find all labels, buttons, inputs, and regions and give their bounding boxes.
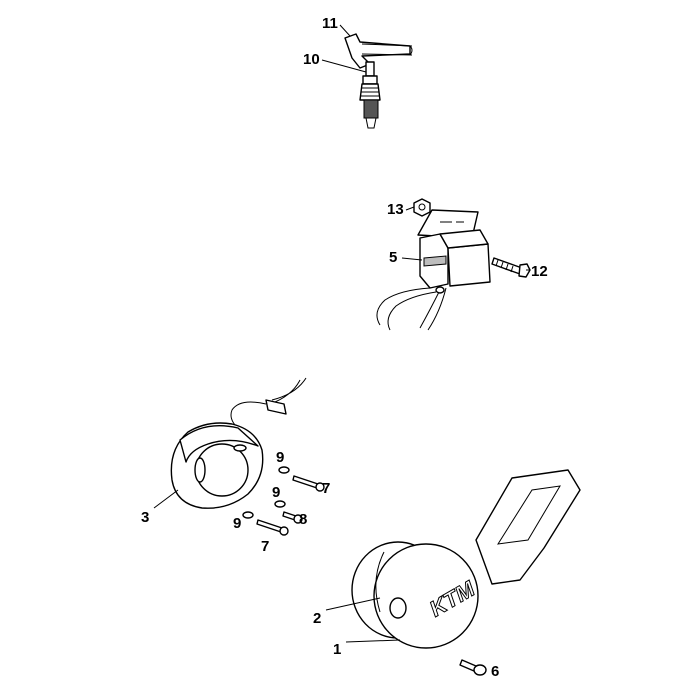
callout-9: 9	[272, 484, 280, 501]
callout-7: 7	[322, 480, 330, 497]
ignition-coil	[376, 209, 491, 331]
spark-plug-cap	[344, 33, 413, 69]
coil-screw	[491, 257, 531, 278]
stator	[170, 377, 307, 509]
callout-7: 7	[261, 538, 269, 555]
callout-9: 9	[233, 515, 241, 532]
callout-6: 6	[491, 663, 499, 680]
callout-1: 1	[333, 641, 341, 658]
ignition-cover: KTM	[351, 469, 581, 649]
leader-lines	[153, 24, 530, 643]
callout-labels: 11 10 13 5 12 9 7 9 8 9 7 3 2 1 6	[141, 15, 548, 680]
callout-10: 10	[303, 51, 320, 68]
callout-9: 9	[276, 449, 284, 466]
callout-11: 11	[322, 15, 338, 32]
nut	[413, 198, 431, 217]
callout-13: 13	[387, 201, 404, 218]
callout-8: 8	[299, 511, 307, 528]
callout-12: 12	[531, 263, 548, 280]
cover-screw	[459, 659, 487, 676]
fasteners	[242, 466, 325, 536]
callout-2: 2	[313, 610, 321, 627]
callout-3: 3	[141, 509, 149, 526]
spark-plug	[359, 61, 381, 129]
callout-5: 5	[389, 249, 397, 266]
